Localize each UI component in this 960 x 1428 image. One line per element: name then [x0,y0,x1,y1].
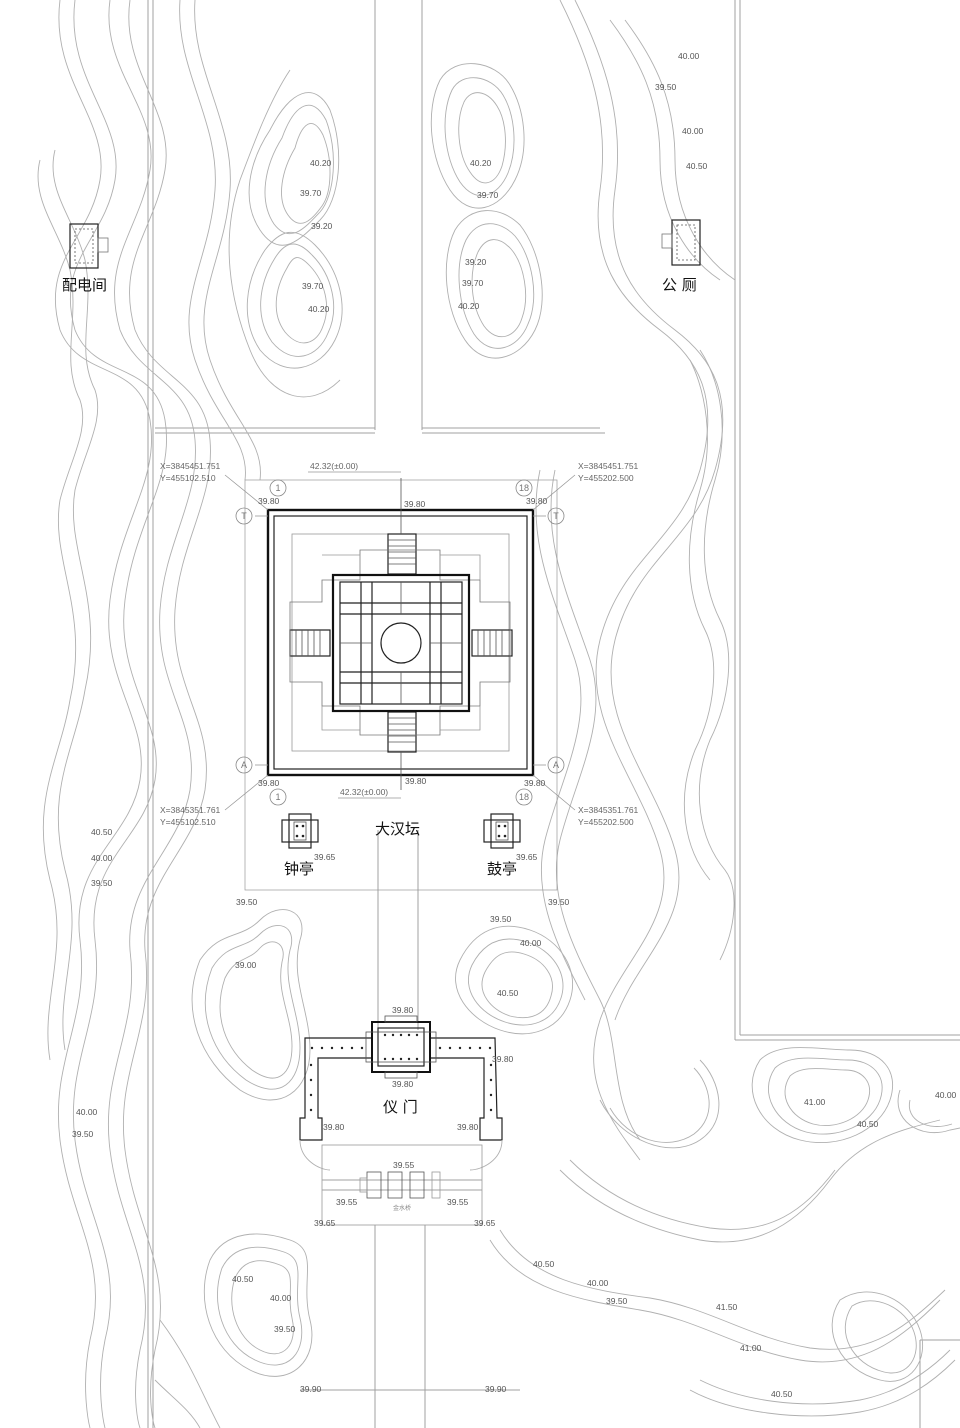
elevation: 39.90 [300,1384,322,1394]
elevation: 39.65 [314,852,336,862]
elevation: 40.50 [857,1119,879,1129]
elevation: 40.20 [310,158,332,168]
elevation: 40.50 [686,161,708,171]
elevation: 40.00 [678,51,700,61]
bridge-label: 金水桥 [393,1204,411,1212]
elevation: 40.50 [91,827,113,837]
elevation: 40.00 [935,1090,957,1100]
elevation: 40.20 [458,301,480,311]
grid-label-a-right: A [553,760,559,770]
elevation: 39.80 [526,496,548,506]
grid-label-a-left: A [241,760,247,770]
elevation: 39.80 [492,1054,514,1064]
elevation: 39.80 [405,776,427,786]
gate-complex [299,1015,503,1171]
elevation: 39.55 [447,1197,469,1207]
elevation: 40.00 [682,126,704,136]
elevation: 39.55 [393,1160,415,1170]
elevation: 39.80 [404,499,426,509]
toilet-label: 公 厕 [662,276,697,294]
grid-label-1-bottom: 1 [275,792,280,802]
elevation: 40.20 [470,158,492,168]
elevation: 39.65 [314,1218,336,1228]
altar-level-north: 42.32(±0.00) [310,461,358,471]
elevation: 39.70 [477,190,499,200]
elevation: 39.50 [490,914,512,924]
elevation: 40.50 [771,1389,793,1399]
elevation: 39.65 [474,1218,496,1228]
elevation: 39.00 [235,960,257,970]
boundary-lines [147,0,960,1428]
elevation: 39.20 [465,257,487,267]
elevation: 39.50 [548,897,570,907]
elevation: 40.00 [270,1293,292,1303]
elevation: 40.00 [520,938,542,948]
coord-ne-y: Y=455202.500 [578,473,634,483]
gate-columns [309,1033,493,1112]
elevation: 39.80 [258,496,280,506]
coord-ne-x: X=3845451.751 [578,461,639,471]
elevation: 39.65 [516,852,538,862]
elevation: 40.20 [308,304,330,314]
elevation: 39.50 [72,1129,94,1139]
contour-lines [37,0,960,1428]
elevation: 41.50 [716,1302,738,1312]
coord-se-y: Y=455202.500 [578,817,634,827]
elevation: 39.80 [457,1122,479,1132]
elevation: 41.00 [740,1343,762,1353]
bridge-plaza: 金水桥 [321,1144,483,1226]
grid-label-t-left: T [241,511,247,521]
grid-label-18-bottom: 18 [519,792,529,802]
elevation: 39.70 [462,278,484,288]
elevation: 39.90 [485,1384,507,1394]
grid-label-1-top: 1 [275,483,280,493]
drum-pavilion [483,813,521,849]
coord-sw-x: X=3845351.761 [160,805,221,815]
elevation: 40.00 [76,1107,98,1117]
elevation: 39.50 [236,897,258,907]
coordinate-labels: X=3845451.751 Y=455102.510 X=3845451.751… [160,461,639,827]
elevation: 39.80 [392,1005,414,1015]
elevation: 39.70 [300,188,322,198]
coord-nw-x: X=3845451.751 [160,461,221,471]
coord-sw-y: Y=455102.510 [160,817,216,827]
elevation: 39.80 [524,778,546,788]
elevation: 39.50 [91,878,113,888]
elevation: 39.70 [302,281,324,291]
elevation: 39.80 [392,1079,414,1089]
elevation: 39.20 [311,221,333,231]
altar-complex [244,478,558,891]
grid-label-t-right: T [553,511,559,521]
elevation: 41.00 [804,1097,826,1107]
building-labels: 配电间 公 厕 大汉坛 钟亭 鼓亭 仪 门 [62,276,697,1116]
elevation: 40.50 [497,988,519,998]
coord-nw-y: Y=455102.510 [160,473,216,483]
elevation: 39.50 [606,1296,628,1306]
elevation: 39.50 [655,82,677,92]
elevation-labels: 40.00 39.50 40.00 40.50 40.20 39.70 39.2… [72,51,957,1399]
gate-label: 仪 门 [383,1098,418,1116]
bell-pavilion-label: 钟亭 [284,860,314,878]
altar-label: 大汉坛 [375,820,420,838]
toilet-building [661,219,701,266]
substation-building [69,223,109,269]
elevation: 39.50 [274,1324,296,1334]
coord-se-x: X=3845351.761 [578,805,639,815]
elevation: 40.00 [91,853,113,863]
elevation: 39.80 [323,1122,345,1132]
drum-pavilion-label: 鼓亭 [487,860,517,878]
grid-axis-markers: 1 18 1 18 T T A A [224,474,576,811]
elevation: 40.00 [587,1278,609,1288]
elevation: 40.50 [232,1274,254,1284]
elevation: 39.80 [258,778,280,788]
altar-level-south: 42.32(±0.00) [340,787,388,797]
substation-label: 配电间 [62,276,107,294]
elevation: 39.55 [336,1197,358,1207]
axis-road [155,0,605,1428]
grid-label-18-top: 18 [519,483,529,493]
elevation: 40.50 [533,1259,555,1269]
bell-pavilion [281,813,319,849]
